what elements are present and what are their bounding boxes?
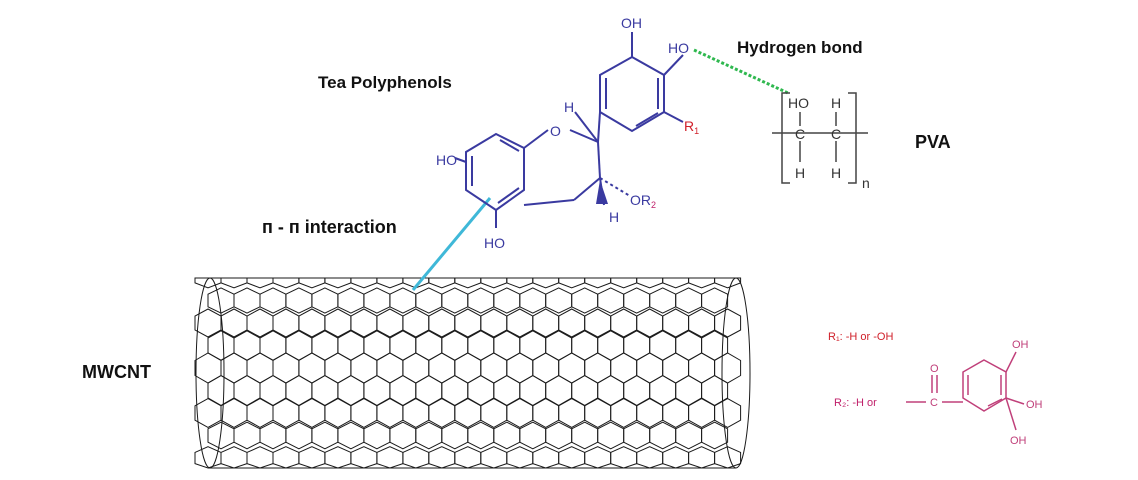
pi-interaction-line [411,197,492,291]
hydrogen-bond-line [693,48,789,95]
r1-sub: 1 [694,126,699,136]
r1-text: R [684,118,694,134]
carbonyl-o: O [930,363,939,375]
or2-label: OR2 [630,192,656,210]
pva-h-bl: H [795,165,805,181]
gallate-oh3: OH [1010,435,1027,447]
lattice-hexagon [714,398,742,428]
tea-polyphenols-label: Tea Polyphenols [318,73,452,92]
hydrogen-bond-label: Hydrogen bond [737,38,863,57]
lattice-hexagon [701,421,729,450]
ho-right: HO [668,40,689,56]
gallate-oh2: OH [1026,399,1043,411]
pva-ho: HO [788,95,809,111]
pva-h-top: H [831,95,841,111]
h-top: H [564,99,574,115]
ho-bottom: HO [484,235,505,251]
or2-o: OR [630,192,651,208]
pva-c1: C [795,126,805,142]
ho-left: HO [436,152,457,168]
pi-interaction-label: п - п interaction [262,217,397,237]
mwcnt-label: MWCNT [82,362,151,382]
pva-skeleton [772,92,868,184]
lattice-hexagon [714,308,742,338]
r1-definition: R₁: -H or -OH [828,331,893,343]
lattice-hexagon [701,287,729,314]
oh-top: OH [621,15,642,31]
o-ring: O [550,123,561,139]
pva-h-br: H [831,165,841,181]
carbonyl-c: C [930,397,938,409]
lattice-hexagon [714,277,742,289]
gallate-skeleton [906,351,1025,431]
h-bottom: H [609,209,619,225]
r1-label: R1 [684,118,699,136]
gallate-oh1: OH [1012,339,1029,351]
pva-c2: C [831,126,841,142]
or2-sub: 2 [651,200,656,210]
r2-definition: R₂: -H or [834,397,877,409]
pva-label: PVA [915,132,951,152]
nanotube-lattice [194,277,751,469]
polyphenol-skeleton [454,32,684,228]
pva-n: n [862,175,870,191]
stereo-wedge [596,180,608,204]
